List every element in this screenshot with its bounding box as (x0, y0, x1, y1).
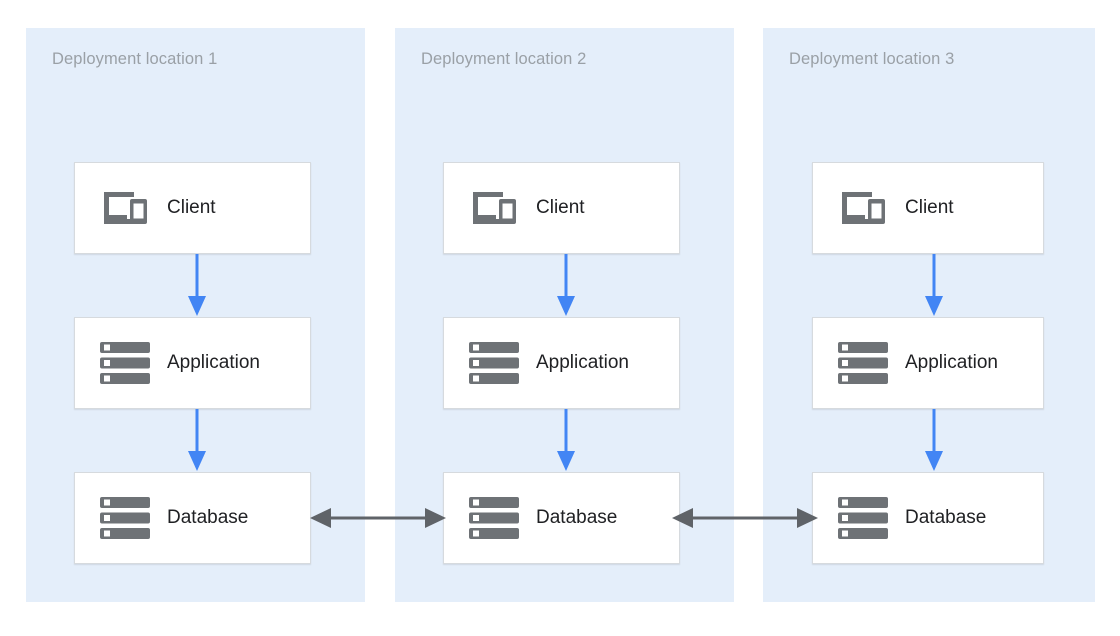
node-client[interactable]: Client (812, 162, 1044, 254)
panel-title: Deployment location 1 (52, 50, 218, 68)
node-label: Database (536, 507, 618, 528)
node-label: Application (536, 352, 629, 373)
connector-application-to-database (923, 409, 945, 472)
node-label: Database (905, 507, 987, 528)
cross-link-database-1-to-2 (310, 504, 446, 532)
panel-title: Deployment location 2 (421, 50, 587, 68)
deployment-location-panel-1: Deployment location 1 Client (26, 28, 365, 602)
devices-icon (99, 185, 151, 231)
server-icon (99, 495, 151, 541)
cross-link-database-2-to-3 (672, 504, 818, 532)
node-client[interactable]: Client (74, 162, 311, 254)
server-icon (99, 340, 151, 386)
connector-client-to-application (186, 254, 208, 317)
devices-icon (837, 185, 889, 231)
server-icon (468, 340, 520, 386)
connector-client-to-application (555, 254, 577, 317)
node-database[interactable]: Database (74, 472, 311, 564)
node-label: Application (167, 352, 260, 373)
node-client[interactable]: Client (443, 162, 680, 254)
node-label: Database (167, 507, 249, 528)
node-application[interactable]: Application (443, 317, 680, 409)
node-label: Client (905, 197, 954, 218)
node-database[interactable]: Database (443, 472, 680, 564)
node-database[interactable]: Database (812, 472, 1044, 564)
panel-title: Deployment location 3 (789, 50, 955, 68)
connector-application-to-database (555, 409, 577, 472)
deployment-location-panel-2: Deployment location 2 Client (395, 28, 734, 602)
node-application[interactable]: Application (812, 317, 1044, 409)
node-label: Client (536, 197, 585, 218)
connector-client-to-application (923, 254, 945, 317)
node-application[interactable]: Application (74, 317, 311, 409)
devices-icon (468, 185, 520, 231)
server-icon (837, 340, 889, 386)
server-icon (837, 495, 889, 541)
connector-application-to-database (186, 409, 208, 472)
server-icon (468, 495, 520, 541)
node-label: Client (167, 197, 216, 218)
node-label: Application (905, 352, 998, 373)
